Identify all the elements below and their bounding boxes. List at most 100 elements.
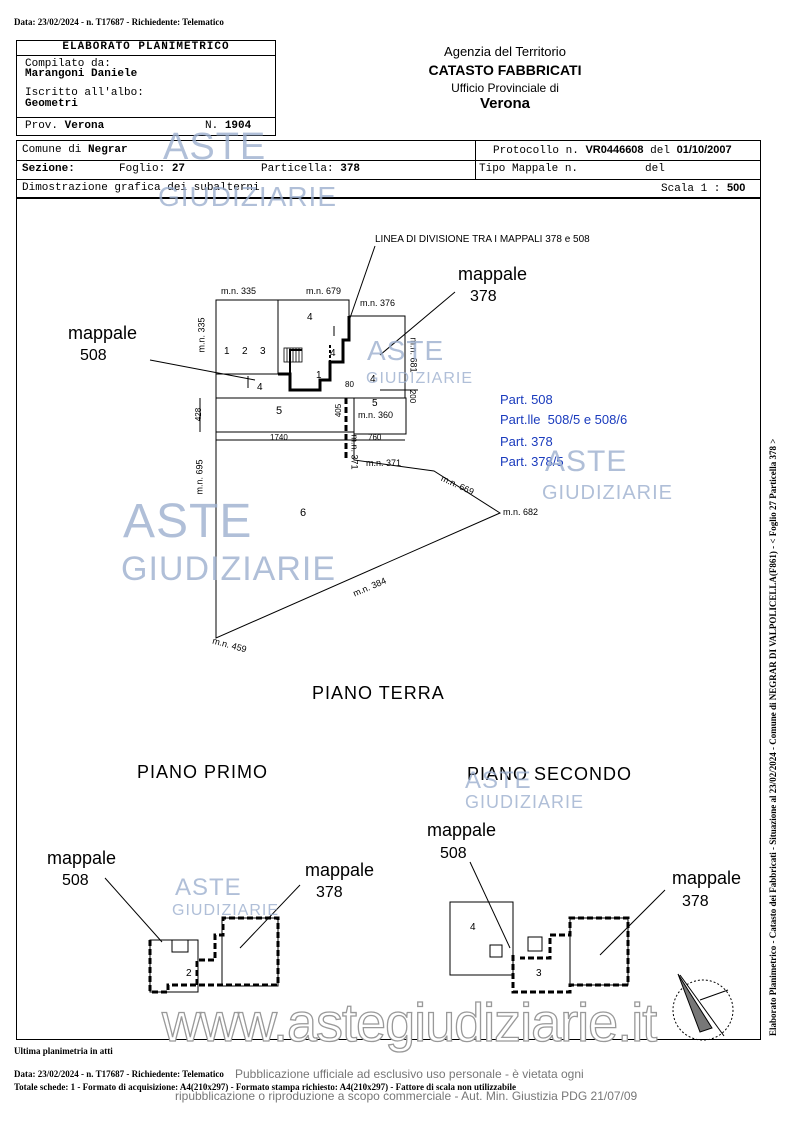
sub-4-terra-a: 4 xyxy=(257,382,263,393)
secondo-mappale-508-number: 508 xyxy=(440,845,467,862)
primo-mappale-508-label: mappale xyxy=(47,848,117,868)
primo-mappale-378-number: 378 xyxy=(316,884,343,901)
protocollo-label: Protocollo n. xyxy=(493,145,579,157)
watermark-giudiziarie: GIUDIZIARIE xyxy=(121,550,337,588)
label-mn335-top: m.n. 335 xyxy=(221,286,257,296)
division-line-label: LINEA DI DIVISIONE TRA I MAPPALI 378 e 5… xyxy=(375,234,590,245)
agenzia-title: Agenzia del Territorio xyxy=(444,44,566,59)
sub-1-main: 1 xyxy=(316,370,322,381)
footer-line-1: Data: 23/02/2024 - n. T17687 - Richieden… xyxy=(14,1069,224,1079)
dim-80: 80 xyxy=(345,380,354,389)
sub-4-terra-c: 4 xyxy=(330,348,336,359)
label-mn679: m.n. 679 xyxy=(306,286,342,296)
prov-label: Prov. xyxy=(25,120,59,132)
watermark-giudiziarie: GIUDIZIARIE xyxy=(542,482,674,504)
label-mn682: m.n. 682 xyxy=(503,507,539,517)
watermark-giudiziarie: GIUDIZIARIE xyxy=(366,370,474,387)
dimostrazione-label: Dimostrazione grafica dei subalterni xyxy=(22,182,260,194)
n-value: 1904 xyxy=(224,120,252,132)
dim-405: 405 xyxy=(334,403,344,418)
sezione-label: Sezione: xyxy=(22,163,75,175)
iscritto-label: Iscritto all'albo: xyxy=(25,87,144,99)
disclaimer-1: Pubblicazione ufficiale ad esclusivo uso… xyxy=(235,1067,584,1081)
dim-200: 200 xyxy=(408,389,418,404)
secondo-mappale-378-number: 378 xyxy=(682,893,709,910)
side-caption: Elaborato Planimetrico - Catasto dei Fab… xyxy=(768,438,778,1036)
primo-mappale-378-label: mappale xyxy=(305,860,375,880)
elaborato-box: ELABORATO PLANIMETRICO Compilato da: Mar… xyxy=(16,40,276,136)
label-mn695: m.n. 695 xyxy=(194,459,205,495)
plan-sub-4-second xyxy=(449,901,514,976)
watermark-site: www.astegiudiziarie.it xyxy=(161,992,658,1053)
document-header: Data: 23/02/2024 - n. T17687 - Richieden… xyxy=(14,17,224,27)
sub-2-primo: 2 xyxy=(186,968,192,979)
plan-sub-5-right xyxy=(353,397,407,435)
sub-4-terra-b: 4 xyxy=(307,312,313,323)
sub-1-terra: 1 xyxy=(224,346,230,357)
del-label: del xyxy=(650,145,670,157)
agenzia-block: Agenzia del Territorio CATASTO FABBRICAT… xyxy=(380,44,630,112)
iscritto-value: Geometri xyxy=(25,98,78,110)
sub-6-terra: 6 xyxy=(300,507,307,519)
legend-item: Part. 508 xyxy=(500,392,553,407)
tipo-mappale-label: Tipo Mappale n. xyxy=(479,163,579,175)
scala-label: Scala 1 : xyxy=(661,183,721,195)
label-mn335-side: m.n. 335 xyxy=(196,317,207,353)
label-mn371-v: m.n. 371 xyxy=(349,434,360,470)
watermark-giudiziarie: GIUDIZIARIE xyxy=(172,902,280,919)
scala-value: 500 xyxy=(727,182,746,194)
dim-428: 428 xyxy=(194,407,204,422)
catasto-title: CATASTO FABBRICATI xyxy=(428,62,582,78)
info-table: Comune di Negrar Sezione: Foglio: 27 Par… xyxy=(16,140,761,198)
legend-item: Part. 378/5 xyxy=(500,454,564,469)
comune-value: Negrar xyxy=(88,144,128,156)
foglio-label: Foglio: xyxy=(119,163,166,175)
label-mn360: m.n. 360 xyxy=(358,410,394,420)
mappale-508-label: mappale xyxy=(68,323,138,343)
piano-secondo-title: PIANO SECONDO xyxy=(467,764,633,784)
particella-label: Particella: xyxy=(261,163,334,175)
sub-5-terra: 5 xyxy=(276,405,283,417)
plan-room-123 xyxy=(215,299,279,375)
watermark-aste: ASTE xyxy=(367,335,445,366)
sub-4-terra-d: 4 xyxy=(370,374,376,385)
part-legend: Part. 508 Part.lle 508/5 e 508/6 Part. 3… xyxy=(500,390,627,472)
piano-terra-title: PIANO TERRA xyxy=(312,683,445,703)
sub-5-terra-b: 5 xyxy=(372,398,378,409)
watermark-aste: ASTE xyxy=(123,495,253,548)
drawing-frame xyxy=(16,198,761,1040)
sub-3-terra: 3 xyxy=(260,346,266,357)
label-mn376: m.n. 376 xyxy=(360,298,396,308)
compilato-value: Marangoni Daniele xyxy=(25,68,138,80)
secondo-mappale-378-label: mappale xyxy=(672,868,742,888)
watermark-aste: ASTE xyxy=(163,126,267,168)
division-leader xyxy=(349,245,376,319)
ufficio-city: Verona xyxy=(479,95,531,112)
sub-3-secondo: 3 xyxy=(536,968,542,979)
elaborato-title: ELABORATO PLANIMETRICO xyxy=(17,41,275,56)
watermark-aste: ASTE xyxy=(465,767,532,794)
protocollo-value: VR0446608 xyxy=(585,144,644,156)
n-label: N. xyxy=(205,120,219,132)
label-mn371: m.n. 371 xyxy=(366,458,402,468)
ufficio-label: Ufficio Provinciale di xyxy=(451,81,559,95)
secondo-mappale-508-label: mappale xyxy=(427,820,497,840)
watermark-giudiziarie: GIUDIZIARIE xyxy=(465,792,585,812)
disclaimer-2: ripubblicazione o riproduzione a scopo c… xyxy=(175,1089,638,1103)
dim-1740: 1740 xyxy=(270,433,288,442)
primo-mappale-508-number: 508 xyxy=(62,872,89,889)
sub-2-terra: 2 xyxy=(242,346,248,357)
watermark-giudiziarie: GIUDIZIARIE xyxy=(158,181,338,212)
mappale-378-label: mappale xyxy=(458,264,528,284)
mappale-508-number: 508 xyxy=(80,347,107,364)
ultima-planimetria: Ultima planimetria in atti xyxy=(14,1046,113,1056)
particella-value: 378 xyxy=(340,163,361,175)
piano-primo-title: PIANO PRIMO xyxy=(137,762,269,782)
mappale-378-number: 378 xyxy=(470,288,497,305)
footer-line-2: Totale schede: 1 - Formato di acquisizio… xyxy=(14,1082,516,1092)
dim-760: 760 xyxy=(368,433,382,442)
legend-item: Part. 378 xyxy=(500,434,553,449)
legend-item: Part.lle 508/5 e 508/6 xyxy=(500,412,628,427)
prov-value: Verona xyxy=(64,120,105,132)
